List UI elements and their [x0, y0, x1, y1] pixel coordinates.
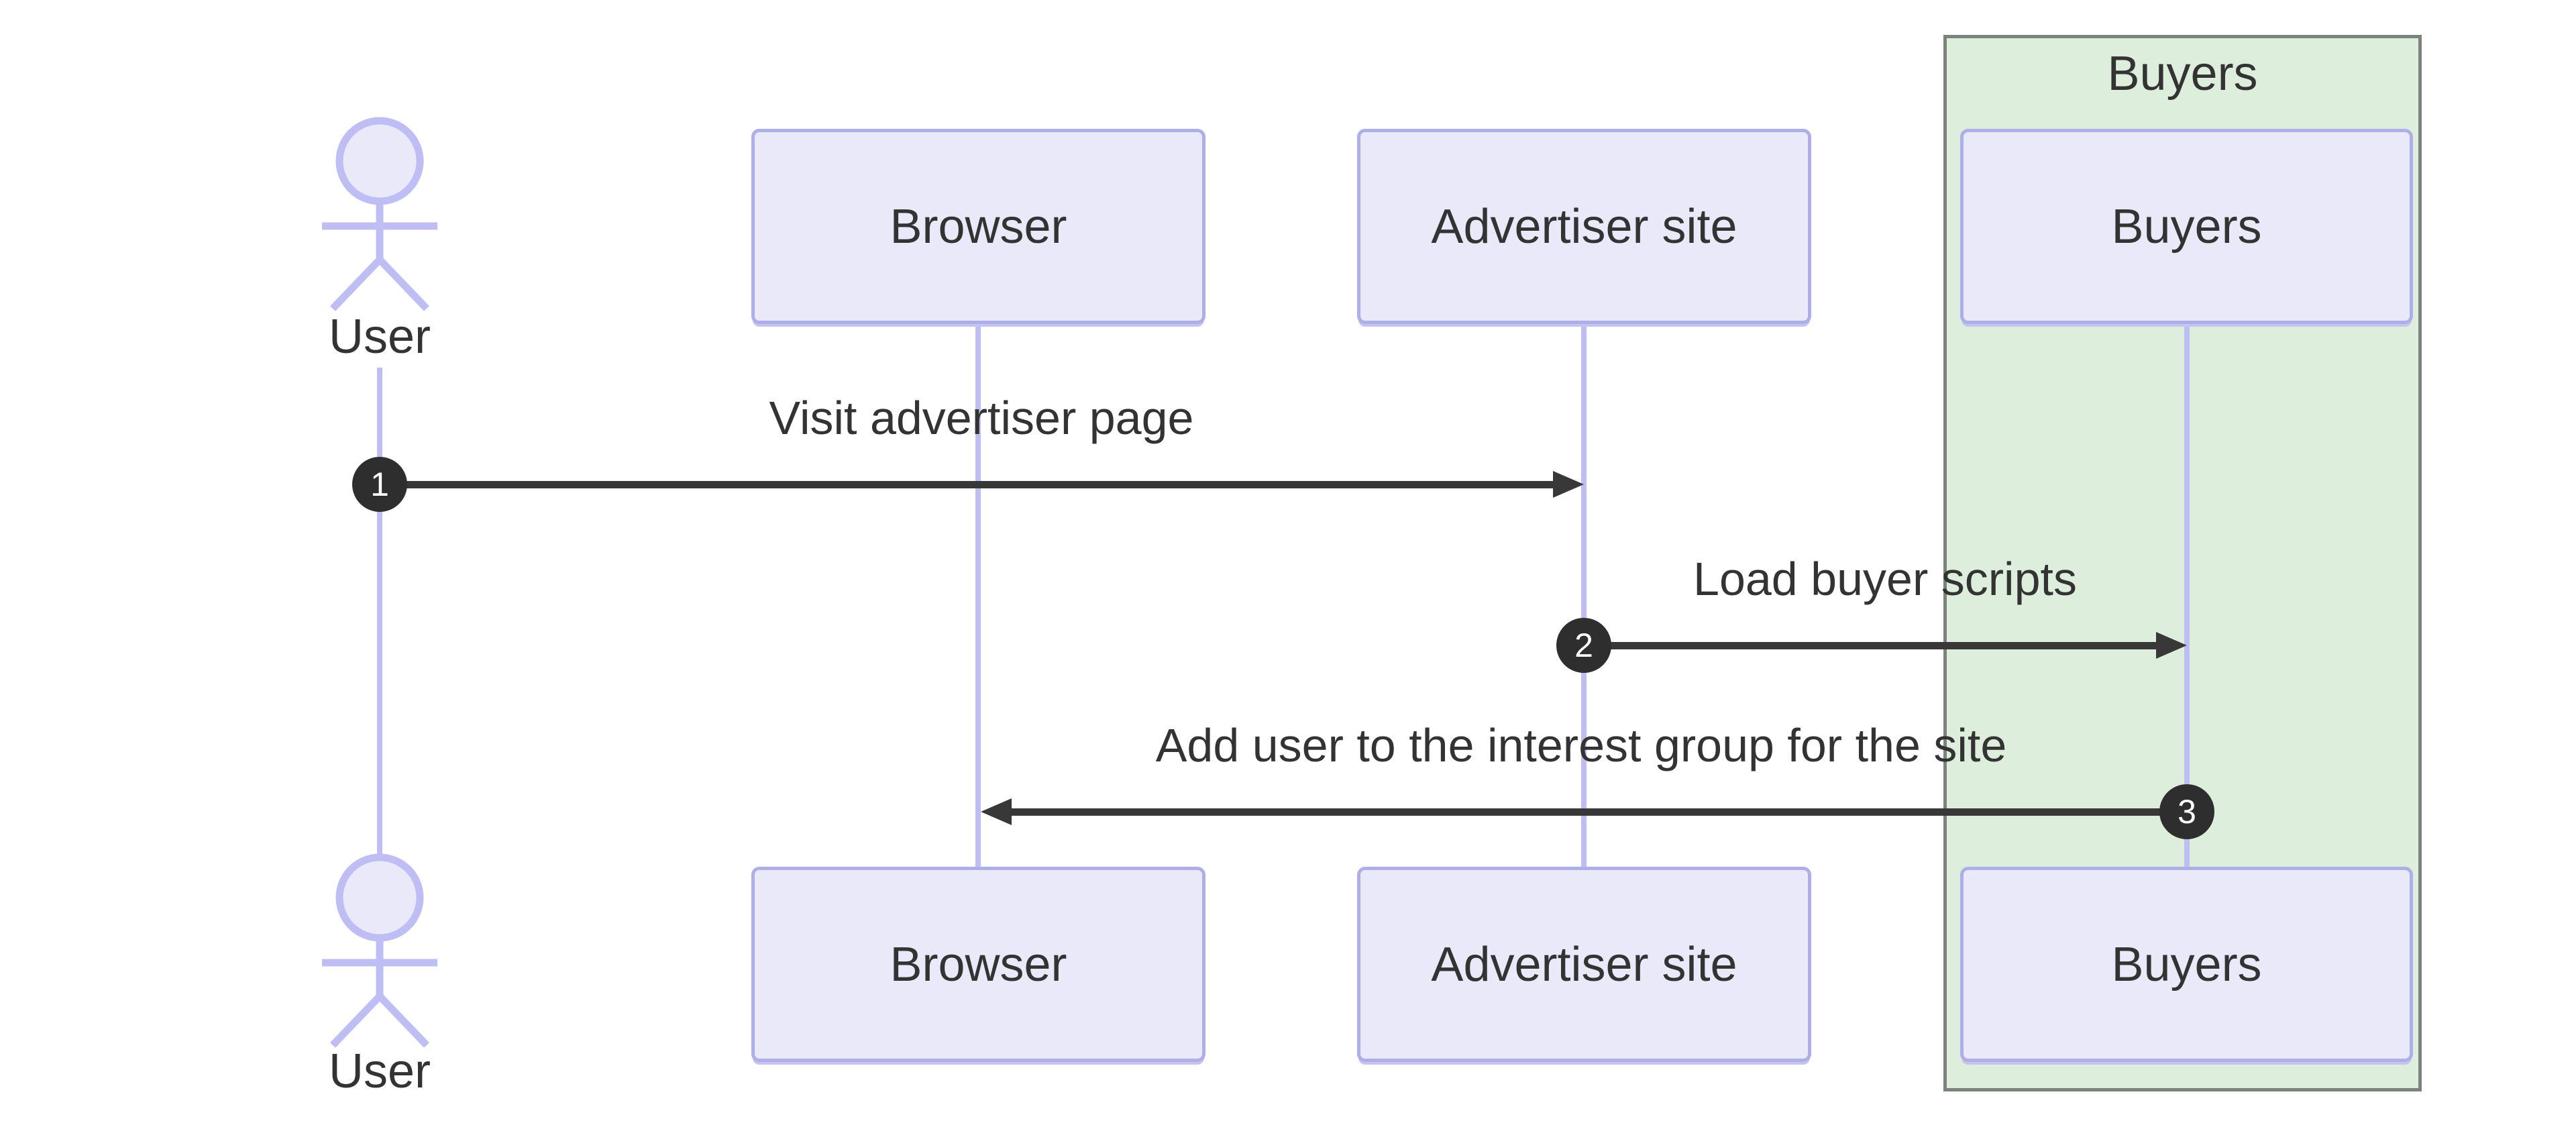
lifeline-buyers	[2184, 322, 2190, 869]
lifeline-browser	[975, 322, 981, 869]
actor-user-figure-top-icon	[322, 117, 437, 311]
lifeline-advertiser	[1581, 322, 1587, 869]
message-2-arrowhead-icon	[2156, 632, 2187, 659]
message-2-line	[1584, 642, 2157, 649]
participant-buyers-bottom: Buyers	[1960, 867, 2413, 1062]
actor-user-label-bottom: User	[328, 1045, 431, 1098]
message-1-seq-badge: 1	[352, 457, 407, 512]
message-1-label: Visit advertiser page	[769, 392, 1194, 444]
participant-browser-top: Browser	[751, 129, 1205, 324]
participant-advertiser-top-label: Advertiser site	[1431, 199, 1737, 254]
participant-buyers-top: Buyers	[1960, 129, 2413, 324]
group-buyers-title: Buyers	[2107, 47, 2258, 101]
message-3-seq-badge: 3	[2159, 784, 2214, 839]
participant-browser-bottom: Browser	[751, 867, 1205, 1062]
lifeline-user	[377, 368, 382, 854]
message-1-line	[380, 481, 1554, 488]
participant-buyers-top-label: Buyers	[2111, 199, 2262, 254]
participant-buyers-bottom-label: Buyers	[2111, 937, 2262, 992]
actor-user-figure-bottom-icon	[322, 853, 437, 1048]
message-3-line	[1012, 808, 2187, 816]
message-2-seq-badge: 2	[1556, 618, 1611, 673]
message-3-arrowhead-icon	[981, 798, 1012, 825]
participant-advertiser-bottom-label: Advertiser site	[1431, 937, 1737, 992]
message-3-label: Add user to the interest group for the s…	[1155, 719, 2007, 771]
participant-browser-bottom-label: Browser	[890, 937, 1067, 992]
participant-advertiser-bottom: Advertiser site	[1357, 867, 1811, 1062]
participant-advertiser-top: Advertiser site	[1357, 129, 1811, 324]
participant-browser-top-label: Browser	[890, 199, 1067, 254]
message-2-label: Load buyer scripts	[1693, 553, 2077, 605]
message-1-arrowhead-icon	[1553, 471, 1584, 498]
actor-user-label-top: User	[328, 310, 431, 364]
